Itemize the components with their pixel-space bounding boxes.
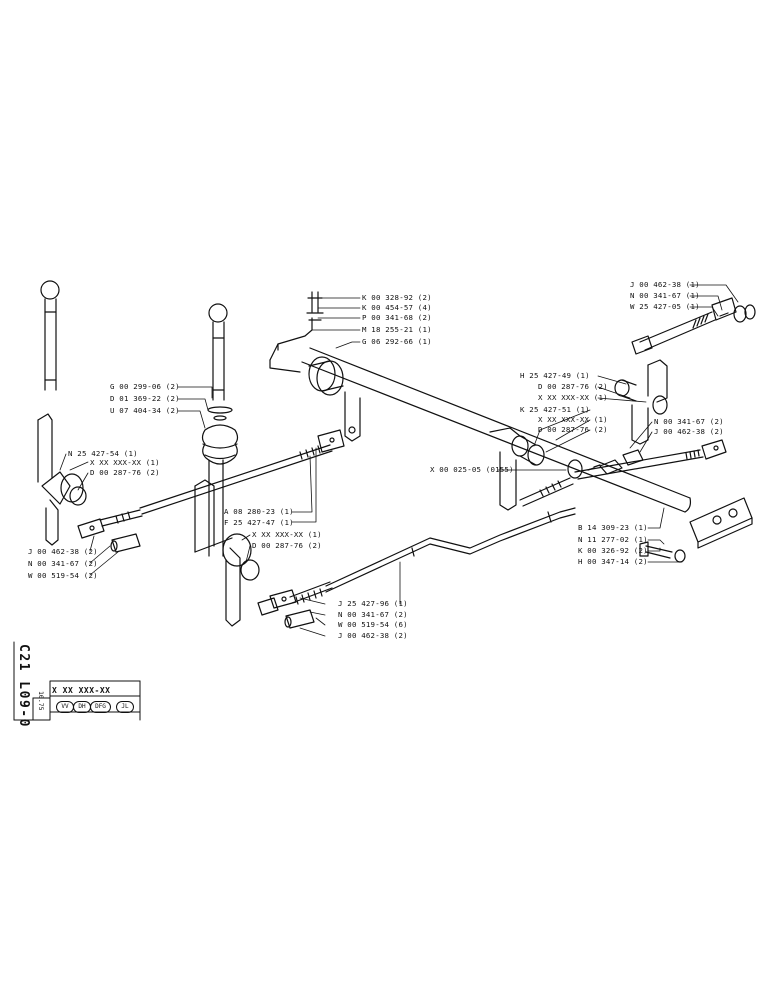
callout-label: N 00 341-67 (1) [630, 291, 700, 300]
variant-badge: JL [116, 701, 134, 713]
callout-label: J 00 462-38 (2) [28, 547, 98, 556]
shaft-bracket-mid [344, 391, 361, 442]
callout-label: J 00 462-38 (1) [630, 280, 700, 289]
callout-label: K 00 326-92 (2) [578, 546, 648, 555]
right-bracket-plate [689, 497, 753, 549]
callout-label: F 25 427-47 (1) [224, 518, 294, 527]
left-gear-lever [37, 280, 87, 546]
right-upper-lever [614, 359, 668, 445]
mid-threaded-rod [519, 477, 574, 507]
callout-label: H 00 347-14 (2) [578, 557, 648, 566]
variant-badge: VV [56, 701, 74, 713]
lower-linkage-rod [269, 507, 576, 609]
callout-label: W 00 519-54 (6) [338, 620, 408, 629]
callout-label: G 06 292-66 (1) [362, 337, 432, 346]
callout-label: X XX XXX-XX (1) [90, 458, 160, 467]
callout-label: X XX XXX-XX (1) [252, 530, 322, 539]
right-long-rod [574, 439, 727, 480]
callout-label: D 00 287-76 (2) [90, 468, 160, 477]
variant-badge: DFG [90, 701, 111, 713]
sheet-date: 10.75 [37, 691, 45, 711]
callout-label: D 00 287-76 (2) [538, 425, 608, 434]
variant-badge: DH [73, 701, 91, 713]
shaft-joint-right [489, 427, 583, 511]
upper-right-threaded-rod [631, 297, 756, 355]
left-rod-end [77, 509, 143, 553]
callout-label: A 08 280-23 (1) [224, 507, 294, 516]
callout-label: N 00 341-67 (2) [338, 610, 408, 619]
callout-label: G 00 299-06 (2) [110, 382, 180, 391]
callout-label: W 00 519-54 (2) [28, 571, 98, 580]
callout-label: D 00 287-76 (2) [252, 541, 322, 550]
callout-label: M 18 255-21 (1) [362, 325, 432, 334]
callout-label: J 00 462-38 (2) [338, 631, 408, 640]
bolt-right [639, 541, 686, 563]
callout-label: H 25 427-49 (1) [520, 371, 590, 380]
callout-label: K 25 427-51 (1) [520, 405, 590, 414]
callout-label: D 01 369-22 (2) [110, 394, 180, 403]
callout-label: N 00 341-67 (2) [28, 559, 98, 568]
callout-label: D 00 287-76 (2) [538, 382, 608, 391]
callout-label: W 25 427-05 (1) [630, 302, 700, 311]
callout-label: X XX XXX-XX (1) [538, 393, 608, 402]
callout-label: J 00 462-38 (2) [654, 427, 724, 436]
callout-label: K 00 454-57 (4) [362, 303, 432, 312]
sheet-code: C21 L09-0 [16, 644, 31, 728]
callout-label: N 25 427-54 (1) [68, 449, 138, 458]
part-code: X XX XXX-XX [52, 686, 111, 695]
center-gear-lever [194, 303, 260, 627]
callout-label: X XX XXX-XX (1) [538, 415, 608, 424]
callout-label: U 07 404-34 (2) [110, 406, 180, 415]
cross-shaft [301, 347, 692, 513]
center-rod [139, 429, 345, 515]
callout-label: B 14 309-23 (1) [578, 523, 648, 532]
callout-label: N 11 277-02 (1) [578, 535, 648, 544]
callout-label: J 25 427-96 (1) [338, 599, 408, 608]
callout-label: X 00 025-05 (0155) [430, 465, 514, 474]
leader-lines [59, 284, 739, 637]
callout-label: K 00 328-92 (2) [362, 293, 432, 302]
lower-clevis-parts [257, 597, 315, 629]
callout-label: P 00 341-68 (2) [362, 313, 432, 322]
callout-label: N 00 341-67 (2) [654, 417, 724, 426]
top-bracket [269, 291, 324, 373]
